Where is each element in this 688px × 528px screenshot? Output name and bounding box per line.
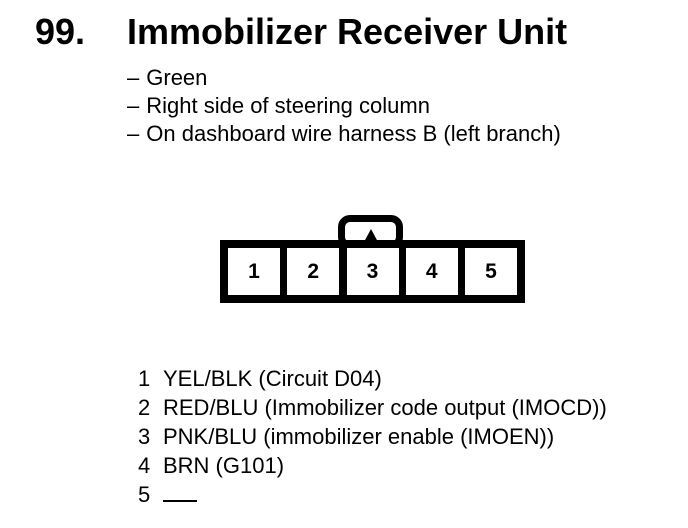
pin-number: 5 — [138, 482, 151, 507]
cavity-number: 3 — [366, 259, 379, 283]
page-title: Immobilizer Receiver Unit — [127, 11, 568, 52]
bullet-dash: – — [127, 93, 140, 118]
connector-cavity-5: 5 — [465, 248, 517, 295]
pin-description: RED/BLU (Immobilizer code output (IMOCD)… — [163, 395, 607, 420]
section-title: 99. Immobilizer Receiver Unit — [35, 12, 567, 52]
detail-item-location: –Right side of steering column — [127, 92, 561, 120]
cavity-number: 2 — [307, 259, 320, 283]
pin-row: 3 PNK/BLU (immobilizer enable (IMOEN)) — [138, 424, 607, 453]
pin-row: 1 YEL/BLK (Circuit D04) — [138, 366, 607, 395]
connector-diagram: 1 2 3 4 5 — [220, 240, 525, 303]
no-connection-dash — [163, 500, 197, 502]
pin-row: 4 BRN (G101) — [138, 453, 607, 482]
connector-cavity-2: 2 — [287, 248, 340, 295]
pin-description: PNK/BLU (immobilizer enable (IMOEN)) — [163, 424, 555, 449]
pin-row: 5 — [138, 482, 607, 511]
connector-cavity-3: 3 — [346, 248, 399, 295]
pin-description: YEL/BLK (Circuit D04) — [163, 366, 382, 391]
latch-wedge — [363, 229, 378, 242]
bullet-dash: – — [127, 65, 140, 90]
pin-number: 3 — [138, 424, 151, 449]
cavity-number: 5 — [485, 259, 497, 283]
pin-legend: 1 YEL/BLK (Circuit D04) 2 RED/BLU (Immob… — [138, 366, 607, 511]
cavity-number: 4 — [425, 259, 438, 283]
pin-number: 4 — [138, 453, 151, 478]
pin-number: 2 — [138, 395, 151, 420]
detail-text: Right side of steering column — [146, 93, 430, 118]
detail-list: –Green –Right side of steering column –O… — [127, 64, 561, 148]
detail-item-harness: –On dashboard wire harness B (left branc… — [127, 120, 561, 148]
section-number: 99. — [35, 11, 86, 52]
pin-number: 1 — [138, 366, 151, 391]
detail-text: On dashboard wire harness B (left branch… — [146, 121, 561, 146]
pin-description: BRN (G101) — [163, 453, 285, 478]
bullet-dash: – — [127, 121, 140, 146]
detail-item-color: –Green — [127, 64, 561, 92]
connector-cavity-4: 4 — [405, 248, 458, 295]
connector-cavity-1: 1 — [228, 248, 280, 295]
pin-row: 2 RED/BLU (Immobilizer code output (IMOC… — [138, 395, 607, 424]
cavity-number: 1 — [248, 259, 260, 283]
detail-text: Green — [146, 65, 208, 90]
